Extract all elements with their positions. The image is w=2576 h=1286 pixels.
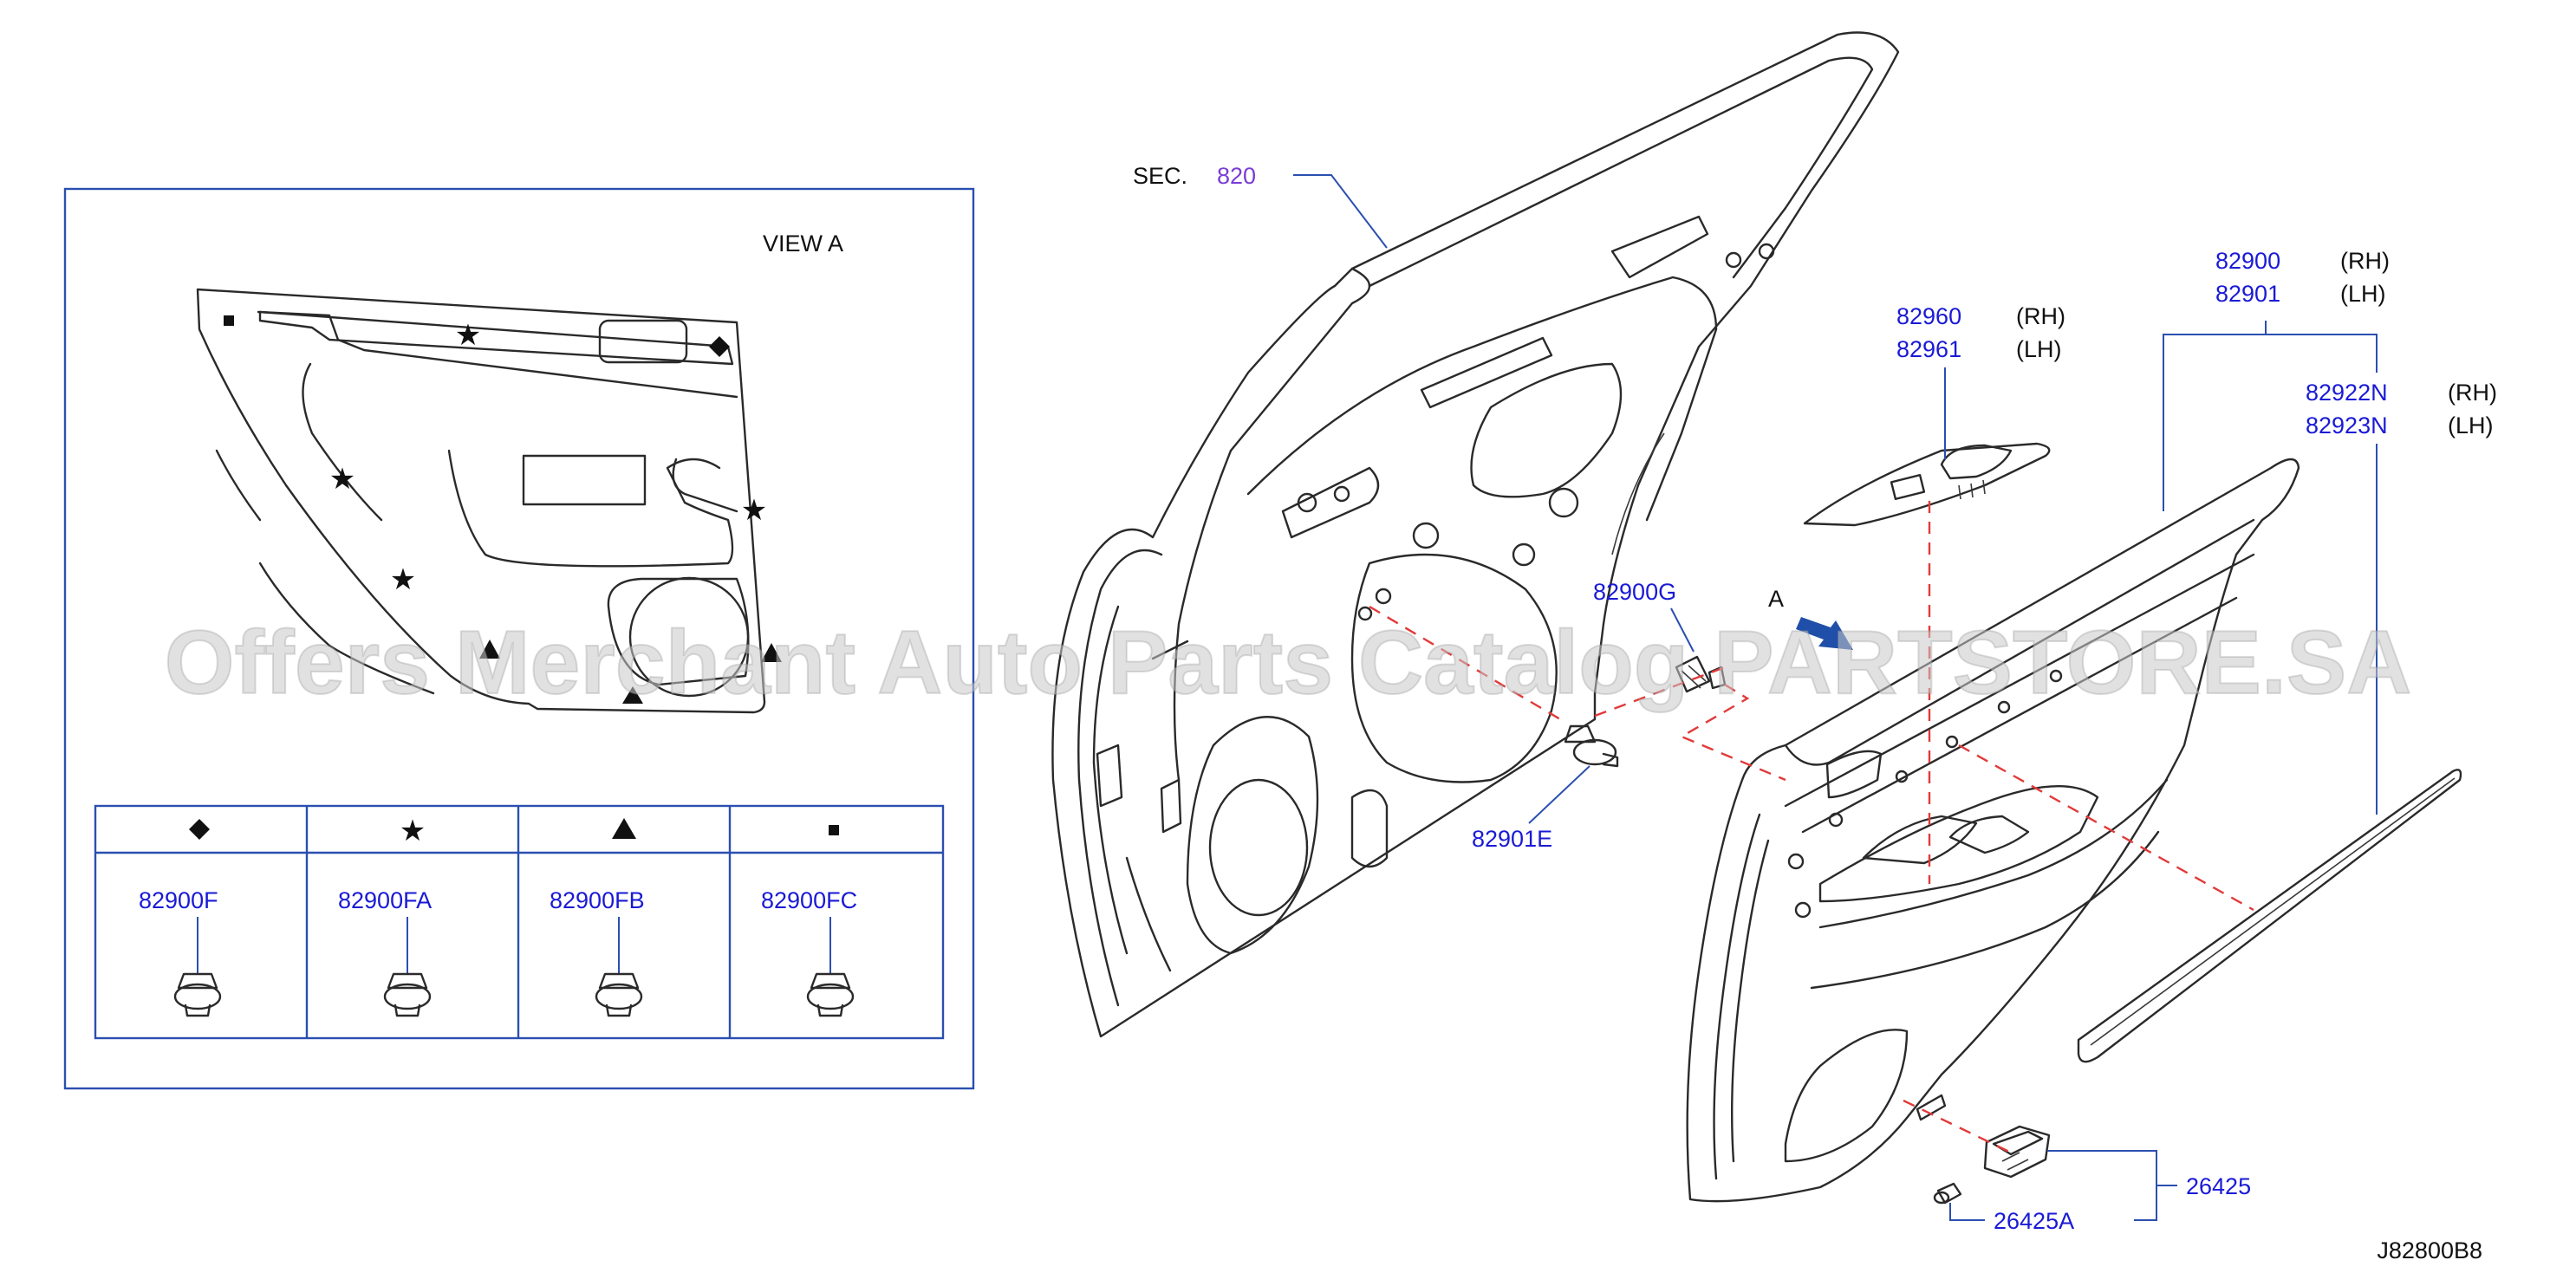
star-icon: ★ bbox=[741, 494, 767, 527]
view-a-frame bbox=[63, 187, 975, 1090]
assembly-guide-lines bbox=[1369, 501, 2254, 1154]
leader-82900 bbox=[2163, 334, 2378, 511]
watermark-text: Offers Merchant Auto Parts Catalog PARTS… bbox=[165, 613, 2412, 713]
view-a-arrow-label: A bbox=[1768, 586, 1784, 612]
clip-icon bbox=[595, 917, 643, 1017]
triangle-icon bbox=[761, 643, 782, 662]
part-82901[interactable]: 82901 bbox=[2215, 281, 2280, 307]
legend-part-82900FC[interactable]: 82900FC bbox=[761, 887, 857, 913]
fastener-legend-table: ★ 82900F 82900FA 82900FB 82900FC bbox=[94, 804, 945, 1040]
legend-square-icon bbox=[829, 825, 839, 835]
part-82901E[interactable]: 82901E bbox=[1472, 826, 1552, 852]
legend-part-82900F[interactable]: 82900F bbox=[139, 887, 218, 913]
leader-82900G bbox=[1670, 607, 1695, 653]
part-82900[interactable]: 82900 bbox=[2215, 248, 2280, 274]
part-82961-side: (LH) bbox=[2016, 336, 2062, 362]
part-82901-side: (LH) bbox=[2340, 281, 2386, 307]
part-82960[interactable]: 82960 bbox=[1896, 303, 1961, 329]
sec-prefix-label: SEC. bbox=[1133, 163, 1187, 189]
legend-star-icon: ★ bbox=[400, 815, 426, 848]
door-inner-panel bbox=[1051, 31, 1900, 1038]
switch-finisher bbox=[1803, 442, 2051, 527]
clip-icon bbox=[806, 917, 855, 1017]
legend-part-82900FA[interactable]: 82900FA bbox=[338, 887, 432, 913]
triangle-icon bbox=[479, 640, 500, 659]
part-82900G[interactable]: 82900G bbox=[1593, 579, 1676, 605]
part-82922N-side: (RH) bbox=[2448, 380, 2497, 406]
clip-icon bbox=[383, 917, 432, 1017]
view-direction-arrow-icon bbox=[1796, 617, 1853, 650]
legend-diamond-icon bbox=[189, 819, 210, 840]
part-82961[interactable]: 82961 bbox=[1896, 336, 1961, 362]
part-26425[interactable]: 26425 bbox=[2186, 1173, 2251, 1199]
part-82922N[interactable]: 82922N bbox=[2306, 380, 2388, 406]
star-icon: ★ bbox=[455, 319, 481, 352]
leader-26425A bbox=[1949, 1203, 1985, 1221]
legend-part-82900FB[interactable]: 82900FB bbox=[550, 887, 645, 913]
view-a-door-trim: ★ ★ ★ ★ bbox=[196, 288, 782, 714]
part-82923N-side: (LH) bbox=[2448, 412, 2494, 438]
clip-icon bbox=[173, 917, 222, 1017]
bulb-26425A bbox=[1933, 1182, 1962, 1205]
part-26425A[interactable]: 26425A bbox=[1994, 1208, 2074, 1234]
view-a-panel: VIEW A ★ ★ ★ ★ bbox=[63, 187, 975, 1090]
door-molding bbox=[2077, 769, 2462, 1063]
square-icon bbox=[224, 315, 234, 326]
star-icon: ★ bbox=[390, 563, 416, 596]
star-icon: ★ bbox=[329, 463, 355, 496]
triangle-icon bbox=[622, 686, 643, 704]
legend-triangle-icon bbox=[612, 818, 636, 839]
door-finisher-panel bbox=[1686, 458, 2300, 1203]
clip-82901E bbox=[1564, 724, 1619, 768]
switch-26425 bbox=[1983, 1125, 2051, 1179]
diamond-icon bbox=[709, 336, 730, 357]
part-82923N[interactable]: 82923N bbox=[2306, 412, 2388, 438]
part-82960-side: (RH) bbox=[2016, 303, 2065, 329]
sec-leader bbox=[1293, 174, 1388, 249]
leader-82901E bbox=[1528, 765, 1590, 824]
part-82900-side: (RH) bbox=[2340, 248, 2390, 274]
diagram-code: J82800B8 bbox=[2377, 1237, 2482, 1263]
sec-820-link[interactable]: 820 bbox=[1217, 163, 1256, 189]
view-a-label: VIEW A bbox=[763, 231, 843, 257]
